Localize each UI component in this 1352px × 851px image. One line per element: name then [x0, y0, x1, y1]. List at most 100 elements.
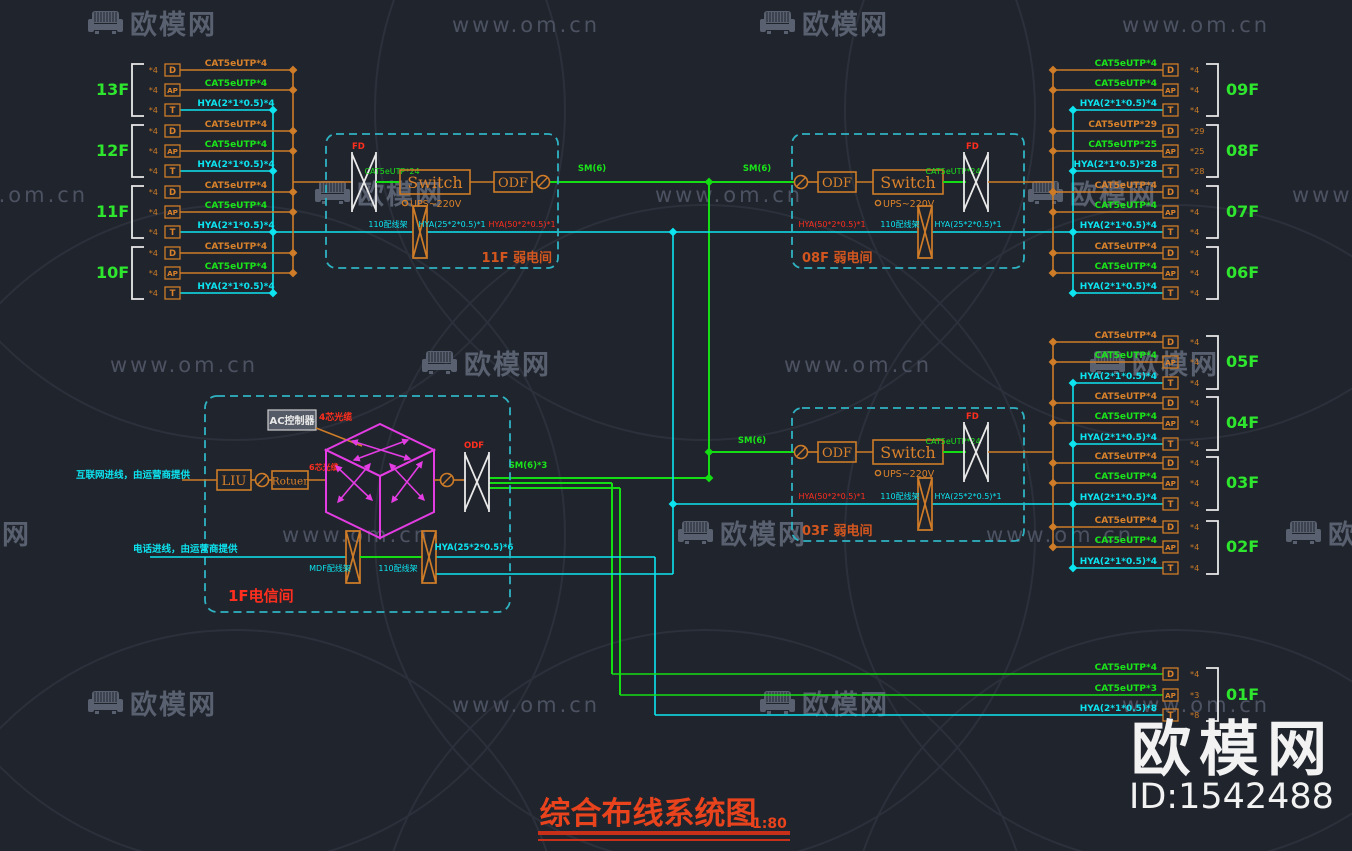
internet-in-label: 互联网进线，由运营商提供: [76, 469, 191, 481]
bus-node: [288, 65, 298, 75]
switch-label: Switch: [880, 173, 935, 192]
cable-label: CAT5eUTP*4: [1095, 59, 1157, 69]
watermark-brand: 欧模网: [1328, 520, 1352, 551]
floor-bracket: [1206, 520, 1219, 575]
port-box: [1162, 266, 1179, 280]
bus-node: [1048, 458, 1058, 468]
outlet-count: *4: [149, 248, 158, 258]
watermark-site: www.om.cn: [452, 693, 600, 717]
fd-patch-panel-icon: [963, 421, 989, 483]
room-name: 08F 弱电间: [802, 250, 873, 266]
floor-group-right_lower: CAT5eUTP*4D*4CAT5eUTP*4AP*4HYA(2*1*0.5)*…: [1048, 331, 1259, 575]
watermark-brand: 欧模网: [130, 10, 217, 41]
port-box: [164, 266, 181, 280]
ac-controller-label: AC控制器: [269, 414, 315, 427]
floor-label: 02F: [1226, 537, 1259, 556]
port-box: [1162, 205, 1179, 219]
port-box: [164, 124, 181, 138]
fiber-coupler-icon: [254, 472, 270, 488]
branch-cable-label: HYA(25*2*0.5)*1: [934, 492, 1001, 501]
port-box: [1162, 667, 1179, 681]
site-logo: 欧模网 ID:1542488: [1129, 715, 1334, 817]
background-arc: [844, 204, 1352, 851]
floor-08F: CAT5eUTP*29D*29CAT5eUTP*25AP*25HYA(2*1*0…: [1048, 120, 1259, 178]
switch-label: Switch: [407, 173, 462, 192]
bus-node: [1048, 126, 1058, 136]
port-letter: D: [1167, 66, 1174, 76]
cable-label: HYA(2*1*0.5)*4: [1080, 282, 1157, 292]
bus-node: [288, 248, 298, 258]
outlet-count: *4: [149, 268, 158, 278]
floors-layer: CAT5eUTP*4D*4CAT5eUTP*4AP*4HYA(2*1*0.5)*…: [96, 59, 1259, 722]
bus-node: [1048, 268, 1058, 278]
outlet-count: *4: [1190, 288, 1199, 298]
router-label: Rotuer: [272, 476, 309, 488]
floor-bracket: [131, 246, 144, 300]
phone-junction: [668, 227, 678, 237]
port-box: [1162, 497, 1179, 511]
floor-bracket: [1206, 335, 1219, 390]
outlet-count: *4: [1190, 669, 1199, 679]
floor-02F: CAT5eUTP*4D*4CAT5eUTP*4AP*4HYA(2*1*0.5)*…: [1048, 516, 1259, 575]
trunk-cable-label: HYA(50*2*0.5)*1: [798, 220, 865, 229]
port-letter: D: [169, 127, 176, 137]
fiber-junction: [704, 447, 714, 457]
port-box: [1162, 396, 1179, 410]
room-11f-border: [325, 133, 559, 269]
floor-label: 12F: [96, 141, 129, 160]
switch-label: Switch: [880, 443, 935, 462]
bus-node: [1068, 499, 1078, 509]
cable-label: CAT5eUTP*29: [1088, 120, 1157, 130]
cable-label: CAT5eUTP*4: [205, 262, 267, 272]
port-box: [1162, 286, 1179, 300]
room-name: 03F 弱电间: [802, 523, 873, 539]
fiber-coupler-icon: [535, 174, 551, 190]
cable-label: CAT5eUTP*4: [205, 201, 267, 211]
drawing-scale: 1:80: [752, 816, 787, 832]
floor-04F: CAT5eUTP*4D*4CAT5eUTP*4AP*4HYA(2*1*0.5)*…: [1048, 392, 1259, 451]
bus-node: [1048, 207, 1058, 217]
cable-label: HYA(2*1*0.5)*4: [1080, 433, 1157, 443]
port-box: [1162, 103, 1179, 117]
logo-id-text: ID:1542488: [1129, 777, 1334, 817]
watermark-brand: 欧模网: [802, 10, 889, 41]
port-box: [1162, 416, 1179, 430]
fd-label: FD: [966, 142, 979, 152]
bus-node: [1068, 105, 1078, 115]
outlet-count: *4: [1190, 85, 1199, 95]
outlet-count: *4: [149, 187, 158, 197]
floor-group-left: CAT5eUTP*4D*4CAT5eUTP*4AP*4HYA(2*1*0.5)*…: [96, 59, 298, 300]
cable-label: CAT5eUTP*3: [1095, 684, 1157, 694]
core-switch-cube: [323, 422, 437, 540]
background-arc: [374, 0, 1036, 441]
floor-label: 04F: [1226, 413, 1259, 432]
outlet-count: *4: [149, 207, 158, 217]
watermark-site: www.om.cn: [655, 183, 803, 207]
bus-node: [1068, 288, 1078, 298]
bus-node: [288, 187, 298, 197]
cable-label: HYA(2*1*0.5)*4: [197, 282, 274, 292]
port-letter: T: [170, 228, 176, 238]
port-box: [164, 225, 181, 239]
floor-11F: CAT5eUTP*4D*4CAT5eUTP*4AP*4HYA(2*1*0.5)*…: [96, 181, 298, 239]
fiber-bundle-label: SM(6)*3: [509, 461, 548, 471]
port-letter: T: [1168, 228, 1174, 238]
port-letter: T: [170, 167, 176, 177]
floor-bracket: [1206, 63, 1219, 117]
bus-node: [1068, 227, 1078, 237]
outlet-count: *4: [149, 85, 158, 95]
fiber-coupler-icon: [439, 472, 455, 488]
frame-label: 110配线架: [368, 219, 407, 229]
trunk-cable-label: HYA(50*2*0.5)*1: [488, 220, 555, 229]
floor-13F: CAT5eUTP*4D*4CAT5eUTP*4AP*4HYA(2*1*0.5)*…: [96, 59, 298, 117]
port-letter: D: [169, 249, 176, 259]
floor-bracket: [131, 124, 144, 178]
watermark-site: www.om.cn: [0, 183, 88, 207]
port-box: [164, 164, 181, 178]
outlet-count: *4: [1190, 268, 1199, 278]
cable-label: CAT5eUTP*4: [1095, 201, 1157, 211]
room-08f-border: [791, 133, 1025, 269]
trunk-cable-label: HYA(50*2*0.5)*1: [798, 492, 865, 501]
outlet-count: *4: [149, 105, 158, 115]
